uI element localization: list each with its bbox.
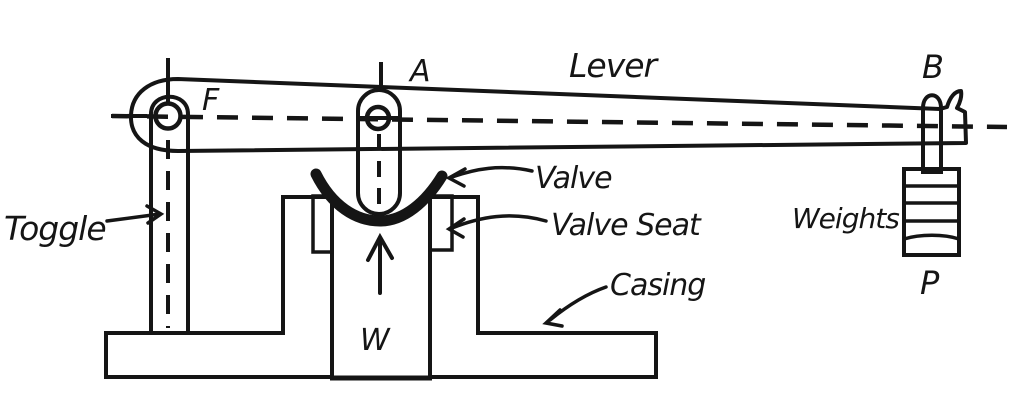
- fulcrum-pin-F: [153, 101, 183, 131]
- valve-seat-left: [311, 194, 334, 254]
- toggle-label: Toggle: [4, 209, 106, 248]
- valve-label: Valve: [535, 161, 612, 196]
- weight-rod: [921, 93, 943, 174]
- point-P-label: P: [920, 264, 940, 302]
- weight-stack-dividers: [903, 184, 960, 241]
- point-F-label: F: [202, 83, 220, 118]
- steam-force-arrow: [366, 232, 394, 295]
- lever-centerline-dashed: [111, 113, 1008, 130]
- point-W-label: W: [360, 323, 391, 358]
- weights-label: Weights: [792, 202, 899, 235]
- valve-seat-arrow: [445, 214, 548, 239]
- toggle-arrow: [105, 204, 165, 225]
- point-A-label: A: [408, 54, 430, 89]
- casing-arrow: [542, 285, 608, 328]
- valve-arrow: [445, 165, 534, 188]
- spindle-pin-A: [364, 104, 392, 132]
- casing-left-block: [104, 195, 334, 379]
- lever-label: Lever: [569, 46, 660, 85]
- weight-stack: [902, 167, 961, 257]
- valve-seat-label: Valve Seat: [551, 208, 702, 243]
- point-B-label: B: [922, 48, 943, 86]
- lever-beam: [128, 77, 968, 153]
- casing-label: Casing: [610, 268, 705, 303]
- valve-seat-right: [428, 194, 454, 252]
- toggle-bar: [149, 94, 190, 335]
- valve-disc: [310, 168, 448, 227]
